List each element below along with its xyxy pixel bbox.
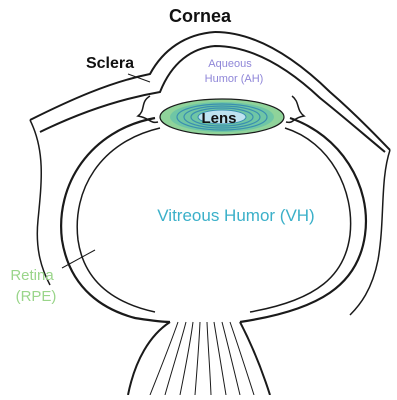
- optic-nerve-left: [128, 322, 170, 395]
- label-vitreous: Vitreous Humor (VH): [157, 206, 314, 225]
- label-retina-1: Retina: [10, 267, 54, 284]
- retina-inner-left: [77, 128, 160, 312]
- ciliary-right: [286, 96, 304, 122]
- side-line-left: [30, 120, 50, 285]
- label-lens: Lens: [201, 110, 236, 127]
- label-retina-2: (RPE): [16, 288, 57, 305]
- label-sclera: Sclera: [86, 55, 134, 72]
- label-aqueous-2: Humor (AH): [205, 73, 264, 85]
- label-aqueous-1: Aqueous: [208, 58, 252, 70]
- label-cornea: Cornea: [169, 6, 232, 26]
- optic-nerve-fibers: [150, 322, 254, 395]
- optic-nerve-right: [240, 322, 270, 395]
